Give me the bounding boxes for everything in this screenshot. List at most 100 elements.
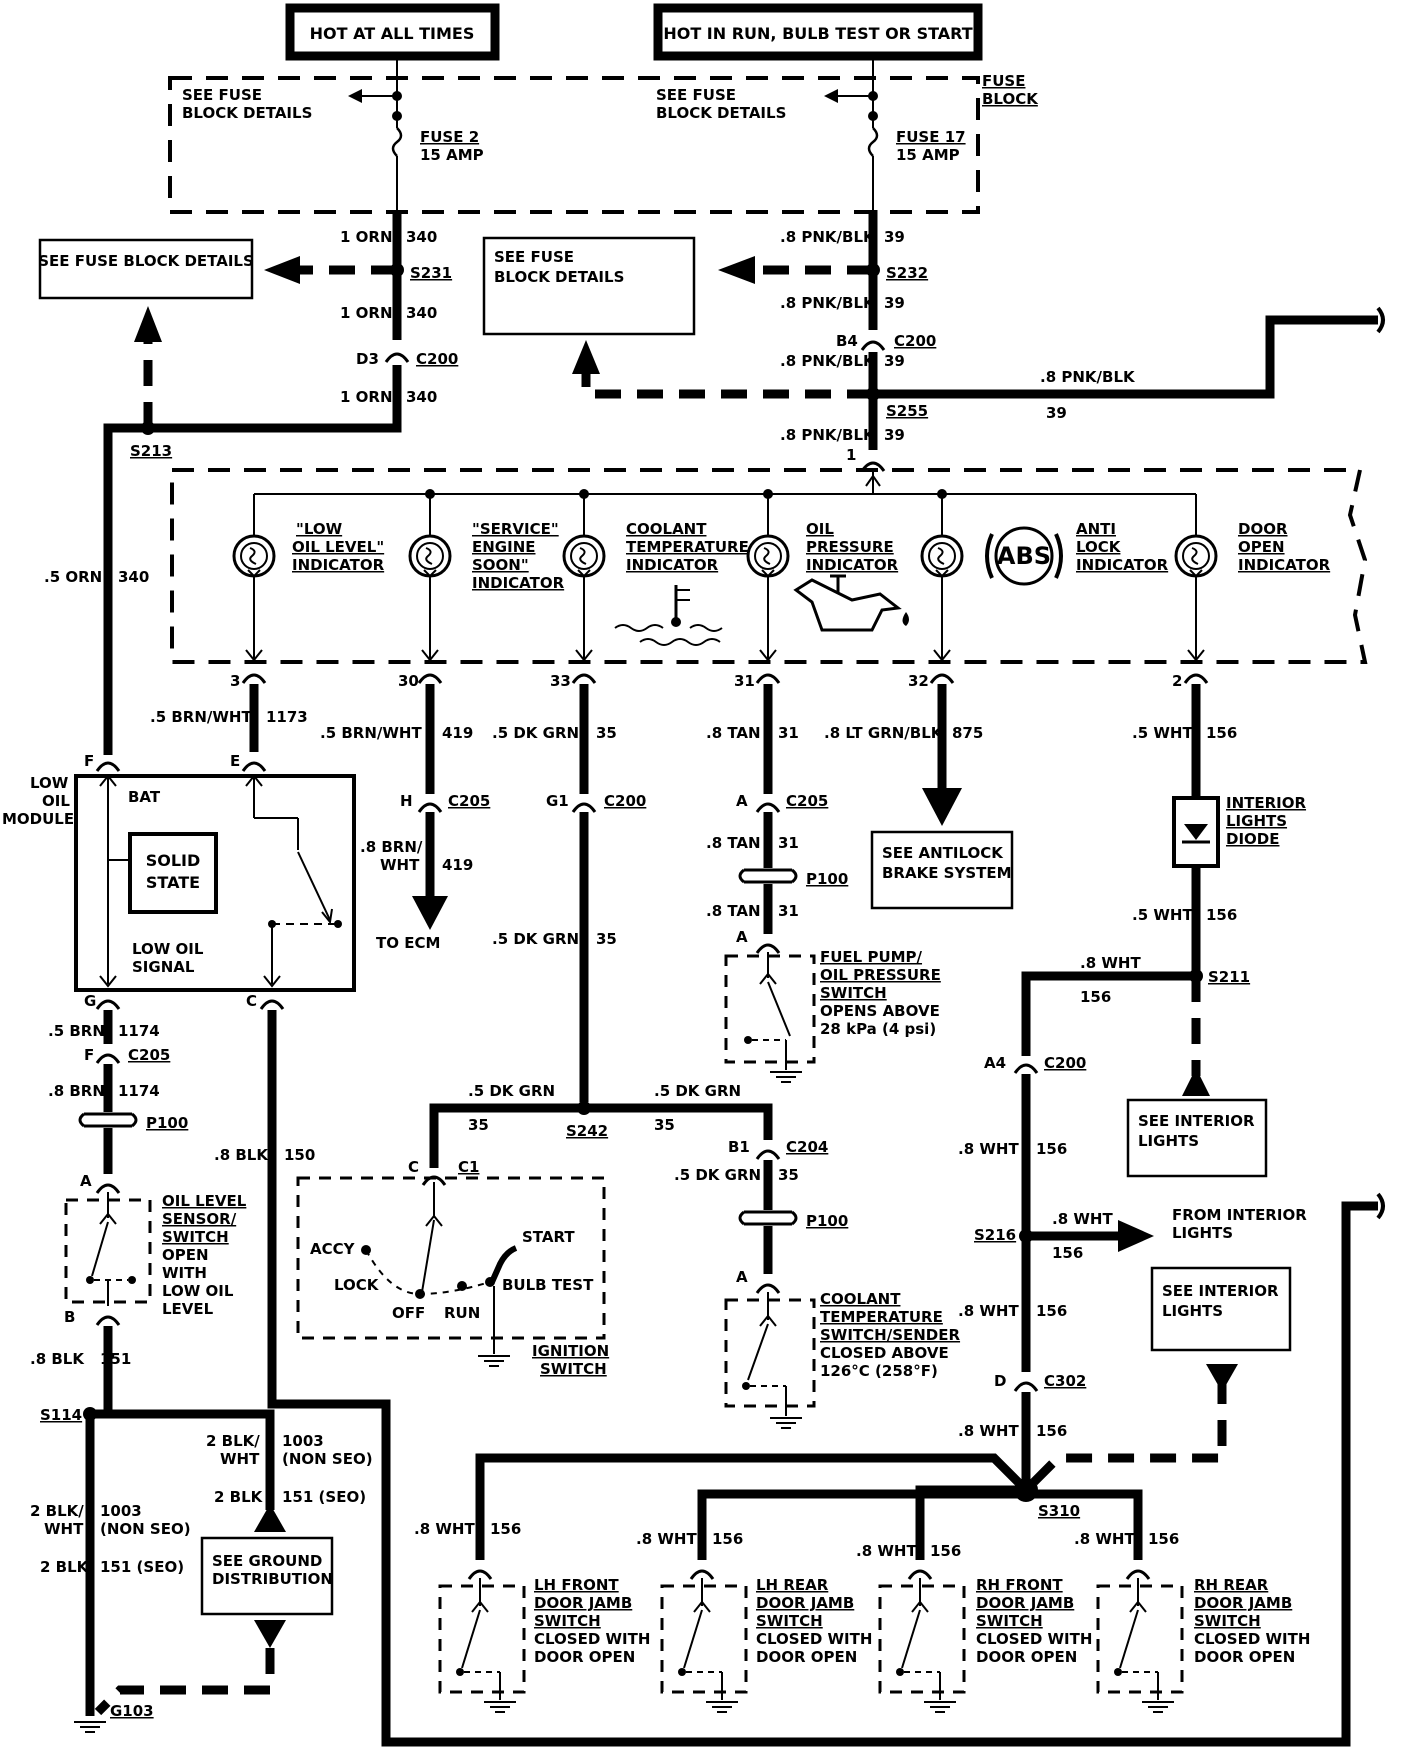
svg-text:DOOR JAMB: DOOR JAMB [534, 1594, 632, 1612]
svg-text:DOOR OPEN: DOOR OPEN [756, 1648, 857, 1666]
splice-s216: S216 [974, 1226, 1016, 1244]
svg-text:INDICATOR: INDICATOR [292, 556, 385, 574]
svg-text:OPEN: OPEN [162, 1246, 209, 1264]
svg-text:419: 419 [442, 724, 473, 742]
svg-text:C: C [408, 1158, 419, 1176]
svg-text:P100: P100 [806, 870, 848, 888]
svg-text:30: 30 [398, 672, 419, 690]
svg-text:39: 39 [884, 294, 905, 312]
splice-s114: S114 [40, 1406, 82, 1424]
svg-text:SEE INTERIOR: SEE INTERIOR [1162, 1282, 1279, 1300]
svg-text:WITH: WITH [162, 1264, 207, 1282]
lamp-icon [562, 534, 606, 578]
see-fuse-block-details-box: SEE FUSE BLOCK DETAILS [38, 238, 254, 300]
svg-text:H: H [400, 792, 413, 810]
svg-text:1173: 1173 [266, 708, 308, 726]
svg-text:CLOSED WITH: CLOSED WITH [976, 1630, 1092, 1648]
svg-text:OIL: OIL [42, 792, 70, 810]
svg-text:LH FRONT: LH FRONT [534, 1576, 619, 1594]
svg-text:SEE FUSE BLOCK DETAILS: SEE FUSE BLOCK DETAILS [38, 252, 254, 270]
svg-text:FUEL PUMP/: FUEL PUMP/ [820, 948, 923, 966]
rh-front-door-jamb-switch: RH FRONT DOOR JAMB SWITCH CLOSED WITH DO… [878, 1569, 1092, 1713]
splice-s255: S255 [886, 402, 928, 420]
svg-text:SWITCH/SENDER: SWITCH/SENDER [820, 1326, 961, 1344]
see-fuse-block-details-box-2: SEE FUSE BLOCK DETAILS [482, 236, 696, 336]
fuel-pump-oil-pressure-switch: FUEL PUMP/ OIL PRESSURE SWITCH OPENS ABO… [724, 948, 941, 1083]
svg-text:156: 156 [490, 1520, 521, 1538]
svg-text:SEE INTERIOR: SEE INTERIOR [1138, 1112, 1255, 1130]
lh-rear-door-jamb-switch: LH REAR DOOR JAMB SWITCH CLOSED WITH DOO… [660, 1569, 872, 1713]
svg-text:875: 875 [952, 724, 983, 742]
svg-text:2 BLK/: 2 BLK/ [30, 1502, 84, 1520]
svg-text:.8 BRN/: .8 BRN/ [360, 838, 423, 856]
svg-text:LOW OIL: LOW OIL [132, 940, 204, 958]
svg-text:DOOR OPEN: DOOR OPEN [1194, 1648, 1295, 1666]
svg-text:OPENS ABOVE: OPENS ABOVE [820, 1002, 940, 1020]
svg-text:G: G [84, 992, 96, 1010]
lamp-icon [1174, 534, 1218, 578]
svg-text:340: 340 [406, 388, 437, 406]
svg-text:CLOSED WITH: CLOSED WITH [756, 1630, 872, 1648]
hot-at-all-times-label: HOT AT ALL TIMES [310, 24, 475, 43]
svg-text:35: 35 [596, 930, 617, 948]
service-engine-soon-indicator: "SERVICE" ENGINE SOON" INDICATOR [408, 489, 565, 660]
svg-text:LEVEL: LEVEL [162, 1300, 214, 1318]
svg-text:SOLID: SOLID [146, 851, 201, 870]
svg-text:BLOCK DETAILS: BLOCK DETAILS [182, 104, 312, 122]
svg-text:.8 BRN: .8 BRN [48, 1082, 105, 1100]
svg-text:DOOR: DOOR [1238, 520, 1288, 538]
oil-pressure-indicator: OIL PRESSURE INDICATOR [746, 489, 909, 660]
low-oil-level-indicator: "LOW OIL LEVEL" INDICATOR [232, 494, 385, 660]
svg-text:LH REAR: LH REAR [756, 1576, 829, 1594]
p100-connector-icon [738, 1210, 798, 1226]
ignition-switch: ACCY LOCK OFF RUN START BULB TEST IGNITI… [296, 1176, 609, 1378]
lamp-icon [746, 534, 790, 578]
hot-at-all-times-box: HOT AT ALL TIMES [285, 3, 500, 61]
splice-s310: S310 [1038, 1502, 1080, 1520]
svg-text:SWITCH: SWITCH [756, 1612, 823, 1630]
fuse-17-icon [867, 127, 879, 157]
svg-text:G1: G1 [546, 792, 569, 810]
svg-text:STATE: STATE [146, 873, 200, 892]
coolant-temperature-indicator: COOLANT TEMPERATURE INDICATOR [562, 489, 749, 660]
svg-text:SWITCH: SWITCH [976, 1612, 1043, 1630]
svg-text:DIODE: DIODE [1226, 830, 1279, 848]
svg-text:SWITCH: SWITCH [534, 1612, 601, 1630]
from-interior-lights-label: FROM INTERIOR [1172, 1206, 1307, 1224]
p100-connector-icon [78, 1112, 138, 1128]
svg-text:START: START [522, 1228, 575, 1246]
fuse-block-label: FUSE [982, 72, 1025, 90]
svg-text:MODULE: MODULE [2, 810, 74, 828]
svg-text:LOCK: LOCK [1076, 538, 1122, 556]
svg-text:LIGHTS: LIGHTS [1162, 1302, 1223, 1320]
splice-s213: S213 [130, 442, 172, 460]
svg-text:OFF: OFF [392, 1304, 425, 1322]
svg-text:BULB TEST: BULB TEST [502, 1276, 594, 1294]
svg-text:.8 LT GRN/BLK: .8 LT GRN/BLK [824, 724, 944, 742]
svg-text:156: 156 [930, 1542, 961, 1560]
svg-text:DOOR JAMB: DOOR JAMB [1194, 1594, 1292, 1612]
svg-text:C200: C200 [604, 792, 646, 810]
svg-text:156: 156 [1036, 1140, 1067, 1158]
svg-text:ACCY: ACCY [310, 1240, 356, 1258]
svg-text:P100: P100 [806, 1212, 848, 1230]
svg-text:SEE FUSE: SEE FUSE [494, 248, 574, 266]
svg-text:INDICATOR: INDICATOR [626, 556, 719, 574]
svg-text:.8 WHT: .8 WHT [958, 1140, 1019, 1158]
svg-text:.8 PNK/BLK: .8 PNK/BLK [780, 294, 876, 312]
rh-rear-door-jamb-switch: RH REAR DOOR JAMB SWITCH CLOSED WITH DOO… [1096, 1569, 1310, 1713]
instrument-cluster: "LOW OIL LEVEL" INDICATOR "SERVICE" ENGI… [170, 461, 1368, 664]
svg-text:B4: B4 [836, 332, 858, 350]
svg-text:.8 TAN: .8 TAN [706, 834, 761, 852]
svg-text:DOOR OPEN: DOOR OPEN [976, 1648, 1077, 1666]
svg-text:156: 156 [1206, 906, 1237, 924]
svg-text:156: 156 [1148, 1530, 1179, 1548]
svg-text:F: F [84, 1046, 94, 1064]
svg-text:340: 340 [406, 304, 437, 322]
svg-text:1003: 1003 [100, 1502, 142, 1520]
svg-text:A: A [736, 1268, 748, 1286]
svg-text:.5 DK GRN: .5 DK GRN [674, 1166, 761, 1184]
oil-level-sensor-switch: OIL LEVEL SENSOR/ SWITCH OPEN WITH LOW O… [64, 1192, 247, 1318]
lamp-icon [408, 534, 452, 578]
svg-text:31: 31 [778, 902, 799, 920]
